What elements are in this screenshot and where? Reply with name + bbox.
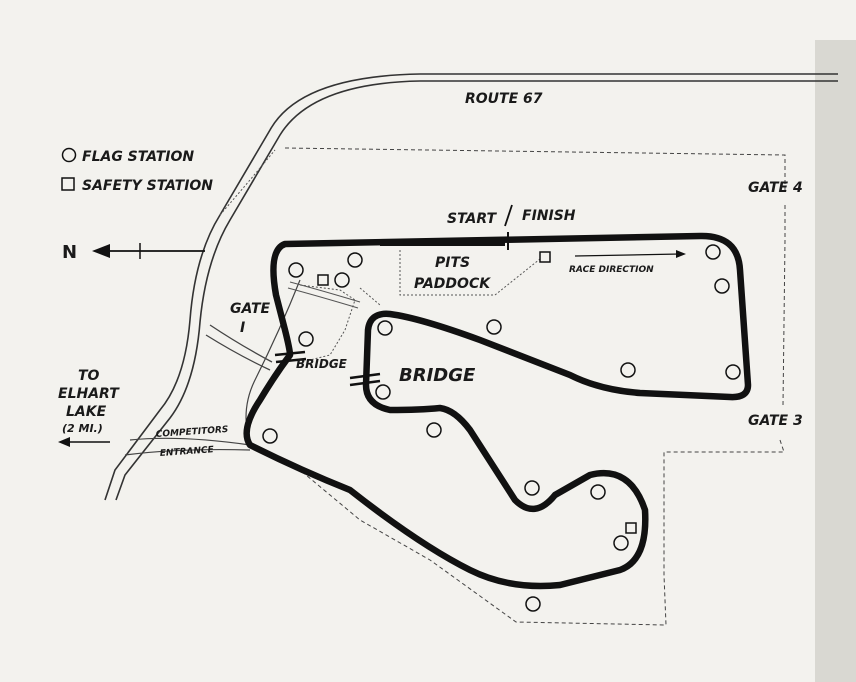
entrance-label: ENTRANCE [160, 445, 215, 459]
track-outer-loop [243, 232, 752, 590]
safety-station [539, 251, 551, 263]
safety-station [625, 522, 637, 534]
gate-3-label: GATE 3 [748, 413, 803, 429]
elkhart-line-4: (2 MI.) [62, 422, 103, 435]
start-label: START [447, 211, 498, 227]
flag-stations [262, 244, 741, 612]
flag-station [486, 319, 502, 335]
start-finish-band [380, 239, 505, 246]
competitors-label: COMPETITORS [156, 425, 229, 440]
elkhart-line-3: LAKE [66, 404, 107, 420]
flag-station [613, 535, 629, 551]
flag-station [375, 384, 391, 400]
paddock-label: PADDOCK [414, 276, 491, 292]
bridge-label-large: BRIDGE [399, 365, 476, 386]
arrow-left-icon [92, 244, 110, 258]
arrow-left-icon [58, 437, 70, 447]
gate-1-road [205, 324, 273, 371]
flag-station [590, 484, 606, 500]
flag-station [334, 272, 350, 288]
legend: FLAG STATION SAFETY STATION [61, 147, 213, 194]
flag-station [725, 364, 741, 380]
bridge-marker-1 [274, 350, 307, 364]
gate-1-number: I [240, 320, 245, 336]
elkhart-line-1: TO [78, 368, 100, 384]
elkhart-line-2: ELHART [58, 386, 120, 402]
safety-stations [317, 251, 637, 534]
route-label: ROUTE 67 [465, 91, 543, 107]
paddock-road [287, 281, 361, 309]
route-67-road [104, 73, 838, 501]
legend-flag-icon [61, 147, 77, 163]
legend-flag-label: FLAG STATION [82, 149, 194, 165]
flag-station [525, 596, 541, 612]
bridge-marker-2 [349, 372, 381, 387]
safety-station [317, 274, 329, 286]
flag-station [262, 428, 278, 444]
pits-label: PITS [435, 255, 470, 271]
race-direction-arrow [574, 253, 681, 257]
flag-station [377, 320, 393, 336]
flag-station [714, 278, 730, 294]
finish-label: FINISH [522, 208, 576, 224]
flag-station [620, 362, 636, 378]
elkhart-lake-label: TO ELHART LAKE (2 MI.) [58, 368, 120, 447]
gate-1-label: GATE [230, 301, 271, 317]
flag-station [705, 244, 721, 260]
bridge-label-small: BRIDGE [296, 357, 348, 371]
north-label: N [62, 242, 77, 263]
flag-station [298, 331, 314, 347]
flag-station [288, 262, 304, 278]
property-boundary [284, 147, 786, 626]
arrow-right-icon [676, 250, 686, 258]
paddock-paths [219, 149, 546, 361]
start-finish-slash [504, 204, 513, 227]
flag-station [524, 480, 540, 496]
flag-station [426, 422, 442, 438]
gate-4-label: GATE 4 [748, 180, 803, 196]
race-direction-label: RACE DIRECTION [569, 265, 654, 275]
flag-station [347, 252, 363, 268]
legend-safety-label: SAFETY STATION [82, 178, 213, 194]
north-arrow: N [62, 242, 205, 263]
legend-safety-icon [61, 177, 75, 191]
paper-edge-shade [815, 40, 856, 682]
